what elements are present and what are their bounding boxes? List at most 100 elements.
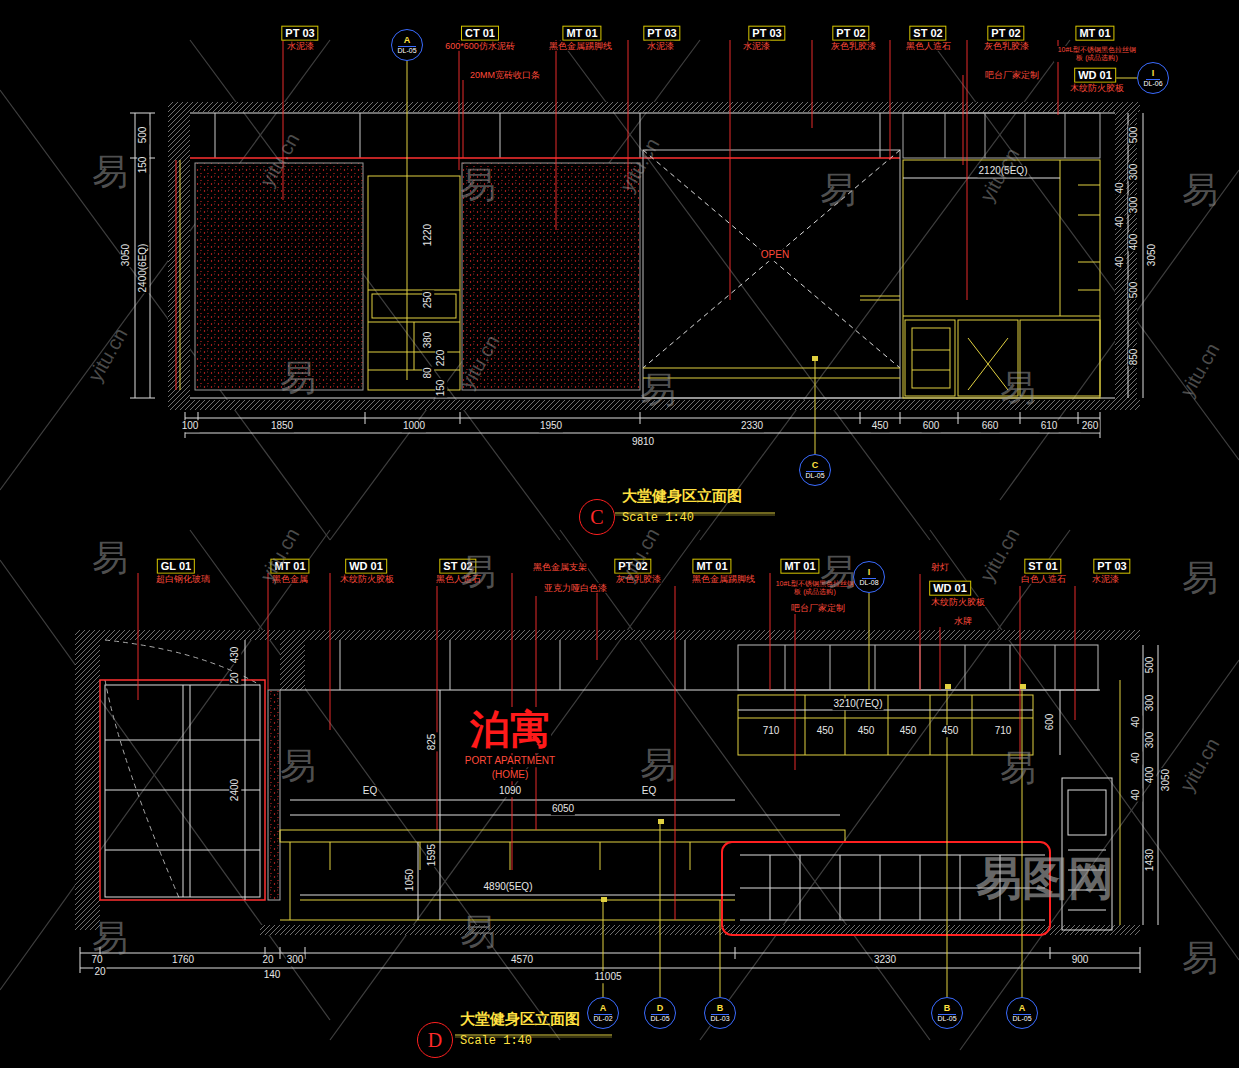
watermark-lines: [0, 40, 1239, 1050]
top-elevation: [130, 40, 1143, 515]
drawing-scale: Scale 1:40: [622, 512, 694, 525]
watermark: 易: [459, 911, 497, 952]
sheet-number: DL-05: [397, 47, 416, 55]
dimension-text: 1050: [404, 868, 416, 892]
dimension-text: 80: [422, 366, 434, 379]
dimension-text: 430: [229, 646, 241, 665]
material-note: 黑色金属支架: [532, 562, 588, 572]
material-note: 木纹防火胶板: [339, 574, 395, 584]
material-tag: PT 03: [643, 26, 680, 41]
dimension-text: 140: [263, 969, 282, 981]
watermark: yitu.cn: [1175, 338, 1225, 401]
dimension-text: 450: [857, 725, 876, 737]
material-note: 黑色金属踢脚线: [691, 574, 756, 584]
dimension-text: 4890(5EQ): [483, 881, 534, 893]
dimension-text: 40: [1114, 255, 1126, 268]
section-reference-bubble: ADL-02: [587, 997, 619, 1029]
section-reference-bubble: ADL-05: [1006, 997, 1038, 1029]
bubble-letter: D: [428, 1029, 442, 1051]
watermark: 易: [1181, 169, 1219, 210]
dimension-text: 40: [1130, 715, 1142, 728]
dimension-text: 500: [1144, 656, 1156, 675]
dimension-text: 40: [1130, 751, 1142, 764]
material-tag: PT 03: [1093, 559, 1130, 574]
dimension-text: 850: [1128, 348, 1140, 367]
material-note: 水泥漆: [1091, 574, 1120, 584]
dimension-text: 900: [1071, 954, 1090, 966]
watermark: 易: [279, 745, 317, 786]
bubble-letter: A: [594, 1004, 613, 1015]
material-note: OPEN: [760, 249, 790, 261]
bubble-letter: I: [862, 568, 877, 579]
watermark: 易: [819, 551, 857, 592]
dimension-text: 3050: [1160, 768, 1172, 792]
drawing-title-bubble: D大堂健身区立面图Scale 1:40: [417, 1022, 453, 1058]
dimension-text: 11005: [593, 971, 622, 983]
material-tag: CT 01: [461, 26, 499, 41]
dimension-text: 300: [1144, 731, 1156, 750]
watermark: 易: [999, 747, 1037, 788]
dimension-text: 600: [922, 420, 941, 432]
dimension-text: 40: [1114, 181, 1126, 194]
material-tag: GL 01: [157, 559, 195, 574]
drawing-scale: Scale 1:40: [460, 1035, 532, 1048]
watermark: yitu.cn: [615, 133, 665, 196]
watermark: 易: [91, 151, 129, 192]
dimension-text: 2400(6EQ): [137, 243, 149, 294]
bubble-letter: I: [1146, 69, 1161, 80]
brand-logo: 泊寓: [469, 707, 551, 753]
dimension-text: 300: [1144, 694, 1156, 713]
material-note: 灰色乳胶漆: [830, 41, 877, 51]
dimension-text: 825: [426, 733, 438, 752]
dimension-text: 400: [1128, 233, 1140, 252]
material-tag: PT 02: [987, 26, 1024, 41]
material-note: 木纹防火胶板: [1069, 83, 1125, 93]
material-note: 超白钢化玻璃: [155, 574, 211, 584]
sheet-number: DL-06: [1143, 80, 1162, 88]
material-tag: WD 01: [1074, 68, 1116, 83]
dimension-text: 3210(7EQ): [833, 698, 884, 710]
section-reference-bubble: DDL-05: [644, 997, 676, 1029]
material-tag: MT 01: [1075, 26, 1114, 41]
dimension-text: 20: [229, 671, 241, 684]
dimension-text: 20: [261, 954, 274, 966]
watermark: 易: [91, 537, 129, 578]
dimension-text: 2330: [740, 420, 764, 432]
dimension-text: 1950: [539, 420, 563, 432]
watermark: yitu.cn: [255, 128, 305, 191]
sheet-number: DL-05: [937, 1015, 956, 1023]
material-tag: WD 01: [345, 559, 387, 574]
dimension-text: 1220: [422, 223, 434, 247]
dimension-text: 250: [422, 291, 434, 310]
dimension-text: 3230: [873, 954, 897, 966]
sheet-number: DL-05: [650, 1015, 669, 1023]
watermark: 易: [1181, 557, 1219, 598]
drawing-title: 大堂健身区立面图: [460, 1011, 580, 1028]
section-reference-bubble: IDL-06: [1137, 62, 1169, 94]
material-note: 水泥漆: [646, 41, 675, 51]
material-note: 20MM宽砖收口条: [469, 70, 541, 80]
dimension-text: 1090: [498, 785, 522, 797]
watermark: 易: [459, 551, 497, 592]
dimension-text: 500: [1128, 281, 1140, 300]
dimension-text: EQ: [641, 785, 657, 797]
material-note: 水牌: [953, 616, 973, 626]
material-note: 白色人造石: [1020, 574, 1067, 584]
dimension-text: 3050: [1146, 243, 1158, 267]
dimension-text: 660: [981, 420, 1000, 432]
material-note: 灰色乳胶漆: [983, 41, 1030, 51]
dimension-text: 400: [1144, 766, 1156, 785]
bubble-letter: C: [806, 461, 825, 472]
dimension-text: 710: [994, 725, 1013, 737]
dimension-text: 6050: [551, 803, 575, 815]
material-note: 水泥漆: [742, 41, 771, 51]
material-tag: MT 01: [780, 559, 819, 574]
dimension-text: 450: [899, 725, 918, 737]
material-tag: MT 01: [692, 559, 731, 574]
dimension-text: 100: [181, 420, 200, 432]
material-note: 水泥漆: [286, 41, 315, 51]
dimension-text: 3050: [120, 243, 132, 267]
watermark: 易: [459, 164, 497, 205]
dimension-text: EQ: [362, 785, 378, 797]
